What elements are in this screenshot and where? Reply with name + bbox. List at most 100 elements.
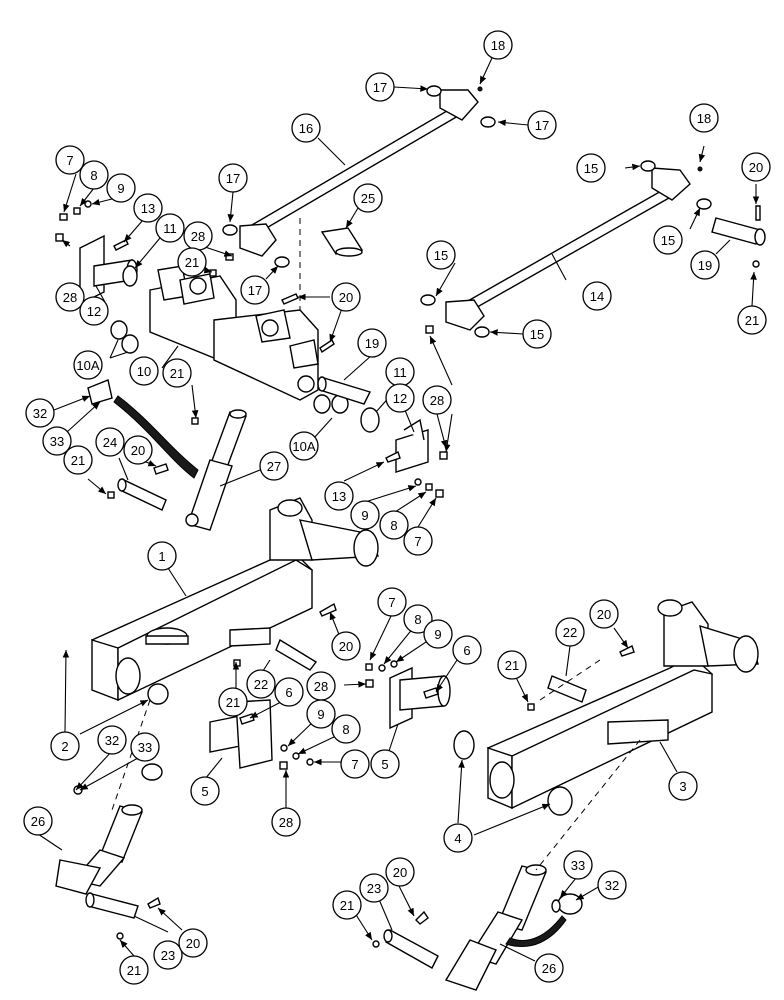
svg-text:7: 7 (414, 534, 421, 549)
svg-text:11: 11 (163, 221, 177, 236)
callout-17-top-right: 17 (527, 110, 557, 140)
callout-7-lower: 7 (340, 749, 370, 779)
arm-3-drawing (453, 599, 759, 816)
callout-7-center: 7 (403, 526, 433, 556)
svg-text:21: 21 (745, 313, 759, 328)
callout-20-lower-right: 20 (385, 857, 415, 887)
svg-text:28: 28 (430, 393, 444, 408)
svg-text:2: 2 (61, 739, 68, 754)
callout-7-mid: 7 (377, 587, 407, 617)
callout-8-center: 8 (379, 510, 409, 540)
callout-15-left-top: 15 (426, 240, 456, 270)
callout-20-top-right: 20 (741, 152, 771, 182)
callout-3: 3 (668, 771, 698, 801)
pin-23-left-drawing (85, 892, 139, 940)
link-16-drawing (222, 85, 496, 268)
callout-4: 4 (443, 823, 473, 853)
svg-text:27: 27 (267, 459, 281, 474)
pin-19-center-drawing (317, 376, 371, 405)
callout-6-left: 6 (274, 677, 304, 707)
small-hardware (55, 200, 635, 925)
svg-text:33: 33 (138, 740, 152, 755)
svg-text:20: 20 (186, 936, 200, 951)
svg-text:15: 15 (661, 233, 675, 248)
svg-text:8: 8 (90, 168, 97, 183)
callout-21-mid-left: 21 (162, 358, 192, 388)
callout-10a-center: 10A (289, 431, 319, 461)
callout-9-center: 9 (350, 500, 380, 530)
svg-text:6: 6 (285, 685, 292, 700)
bracket-10-drawing (110, 265, 349, 414)
callout-2: 2 (50, 731, 80, 761)
svg-text:22: 22 (254, 677, 268, 692)
callout-9-lower: 9 (306, 699, 336, 729)
callout-33-lower-left: 33 (130, 732, 160, 762)
callout-23-right: 23 (359, 873, 389, 903)
callout-16: 16 (291, 113, 321, 143)
callout-12-center: 12 (385, 383, 415, 413)
svg-text:7: 7 (66, 153, 73, 168)
callout-8-mid: 8 (403, 604, 433, 634)
svg-text:28: 28 (314, 679, 328, 694)
svg-text:7: 7 (351, 757, 358, 772)
callout-20-left: 20 (123, 435, 153, 465)
svg-text:32: 32 (605, 878, 619, 893)
callout-21-top-right: 21 (737, 305, 767, 335)
callout-32-lower-left: 32 (97, 725, 127, 755)
cylinder-26-right-drawing (444, 739, 641, 991)
svg-text:28: 28 (191, 229, 205, 244)
svg-text:4: 4 (454, 831, 461, 846)
svg-text:22: 22 (563, 625, 577, 640)
svg-text:20: 20 (339, 290, 353, 305)
svg-text:21: 21 (170, 366, 184, 381)
leader-lines (37, 44, 760, 962)
svg-text:10A: 10A (292, 439, 315, 454)
callout-8-top-left: 8 (79, 160, 109, 190)
svg-text:17: 17 (226, 171, 240, 186)
callout-28-top-left: 28 (183, 221, 213, 251)
svg-text:15: 15 (434, 248, 448, 263)
callout-24: 24 (95, 427, 125, 457)
svg-text:11: 11 (393, 365, 407, 380)
callout-21-mid: 21 (218, 687, 248, 717)
callout-5-left: 5 (190, 776, 220, 806)
callout-14: 14 (582, 281, 612, 311)
callout-15-mid: 15 (653, 225, 683, 255)
plate-12-drawing (79, 234, 429, 473)
svg-text:17: 17 (373, 80, 387, 95)
svg-text:5: 5 (381, 757, 388, 772)
cylinder-27-drawing (87, 379, 247, 531)
svg-text:14: 14 (590, 289, 604, 304)
callout-18-right: 18 (689, 103, 719, 133)
callout-1: 1 (147, 541, 177, 571)
callout-17-lower: 17 (240, 275, 270, 305)
callout-33-right: 33 (563, 850, 593, 880)
pin-24-drawing (117, 478, 167, 511)
svg-text:33: 33 (571, 858, 585, 873)
callout-12-left: 12 (79, 296, 109, 326)
callout-32-left: 32 (25, 398, 55, 428)
svg-text:9: 9 (434, 627, 441, 642)
svg-text:15: 15 (530, 327, 544, 342)
svg-text:12: 12 (393, 391, 407, 406)
svg-text:5: 5 (201, 784, 208, 799)
callout-11-top-left: 11 (155, 213, 185, 243)
callout-21-lower-left: 21 (119, 955, 149, 985)
callout-10a-left: 10A (73, 350, 103, 380)
svg-text:32: 32 (105, 733, 119, 748)
svg-text:24: 24 (103, 435, 117, 450)
callout-8-lower: 8 (331, 714, 361, 744)
callout-9-top-left: 9 (106, 173, 136, 203)
callout-19-right: 19 (690, 250, 720, 280)
callout-13-top-left: 13 (133, 193, 163, 223)
svg-text:21: 21 (71, 453, 85, 468)
svg-text:10A: 10A (76, 358, 99, 373)
callout-22-right: 22 (555, 617, 585, 647)
svg-text:6: 6 (463, 643, 470, 658)
svg-text:17: 17 (248, 283, 262, 298)
callout-20-lower-left: 20 (178, 928, 208, 958)
callout-21-lower-right: 21 (332, 890, 362, 920)
svg-text:26: 26 (31, 814, 45, 829)
svg-text:20: 20 (339, 639, 353, 654)
callout-labels: 18 17 17 16 17 25 17 7 8 9 13 11 28 21 2… (23, 30, 771, 985)
